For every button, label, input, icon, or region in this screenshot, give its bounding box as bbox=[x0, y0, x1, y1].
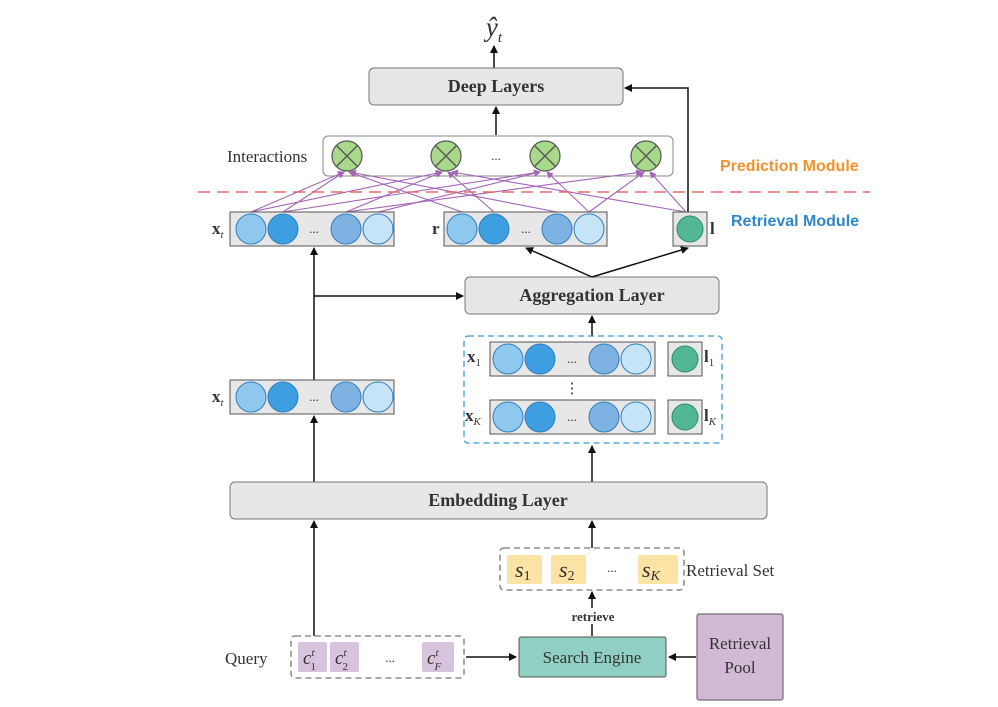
retrieval-item-2: s2 bbox=[551, 555, 586, 584]
interactions-label: Interactions bbox=[227, 147, 307, 166]
cross-node-1 bbox=[331, 140, 363, 172]
aggregation-layer-label: Aggregation Layer bbox=[519, 285, 664, 305]
retrieval-module-label: Retrieval Module bbox=[731, 213, 859, 230]
vertical-ellipsis: ⋮ bbox=[565, 381, 580, 397]
deep-layers-label: Deep Layers bbox=[448, 76, 544, 96]
xt-top-label: xt bbox=[212, 219, 225, 241]
xK-vector: ... bbox=[489, 399, 656, 435]
l1-vector bbox=[667, 341, 703, 377]
retrieval-set-ellipsis: ... bbox=[607, 560, 617, 575]
l-label: l bbox=[710, 219, 715, 238]
svg-text:ct1: ct1 bbox=[303, 647, 316, 673]
embedding-layer-box: Embedding Layer bbox=[229, 481, 768, 520]
svg-text:ctF: ctF bbox=[427, 647, 442, 673]
embedding-layer-label: Embedding Layer bbox=[428, 490, 568, 510]
retrieval-set-label: Retrieval Set bbox=[686, 561, 775, 580]
query-box bbox=[290, 635, 465, 679]
svg-text:...: ... bbox=[567, 409, 577, 424]
r-vector: ... bbox=[443, 211, 608, 247]
retrieval-pool-line1: Retrieval bbox=[709, 634, 772, 653]
retrieval-pool-line2: Pool bbox=[724, 658, 755, 677]
retrieval-set-box bbox=[499, 547, 685, 591]
xt-top-vector: ... bbox=[229, 211, 395, 247]
retrieval-item-1: s1 bbox=[507, 555, 542, 584]
x1-vector: ... bbox=[489, 341, 656, 377]
svg-text:s2: s2 bbox=[559, 557, 575, 584]
svg-text:...: ... bbox=[309, 389, 319, 404]
l-vector bbox=[672, 211, 708, 247]
xt-bottom-vector: ... bbox=[229, 379, 395, 415]
svg-text:...: ... bbox=[521, 221, 531, 236]
x1-label: x1 bbox=[467, 347, 481, 369]
cross-node-3 bbox=[529, 140, 561, 172]
search-engine-label: Search Engine bbox=[543, 648, 642, 667]
aggregation-layer-box: Aggregation Layer bbox=[464, 276, 720, 315]
retrieval-item-k: sK bbox=[638, 555, 678, 584]
svg-text:sK: sK bbox=[642, 557, 661, 584]
r-label: r bbox=[432, 219, 440, 238]
agg-to-l-arrow bbox=[591, 246, 689, 278]
search-engine-box: Search Engine bbox=[518, 636, 667, 678]
retrieval-pool-box: Retrieval Pool bbox=[696, 613, 784, 701]
l-to-deep-arrow bbox=[624, 84, 689, 212]
retrieve-label: retrieve bbox=[571, 609, 614, 624]
query-label: Query bbox=[225, 649, 268, 668]
deep-layers-box: Deep Layers bbox=[368, 67, 624, 106]
lK-vector bbox=[667, 399, 703, 435]
agg-to-r-arrow bbox=[525, 247, 593, 278]
retrieved-items-box bbox=[463, 335, 723, 444]
svg-text:ct2: ct2 bbox=[335, 647, 348, 673]
svg-text:...: ... bbox=[567, 351, 577, 366]
interactions-ellipsis: ... bbox=[491, 148, 501, 163]
svg-text:...: ... bbox=[309, 221, 319, 236]
svg-text:s1: s1 bbox=[515, 557, 531, 584]
cross-node-4 bbox=[630, 140, 662, 172]
prediction-module-label: Prediction Module bbox=[720, 158, 859, 175]
query-ellipsis: ... bbox=[385, 650, 395, 665]
xK-label: xK bbox=[465, 406, 482, 428]
output-label: ŷt bbox=[483, 12, 503, 46]
interactions-box bbox=[322, 135, 674, 177]
l1-label: l1 bbox=[704, 347, 714, 369]
lK-label: lK bbox=[704, 406, 717, 428]
xt-bottom-label: xt bbox=[212, 387, 225, 409]
cross-node-2 bbox=[430, 140, 462, 172]
